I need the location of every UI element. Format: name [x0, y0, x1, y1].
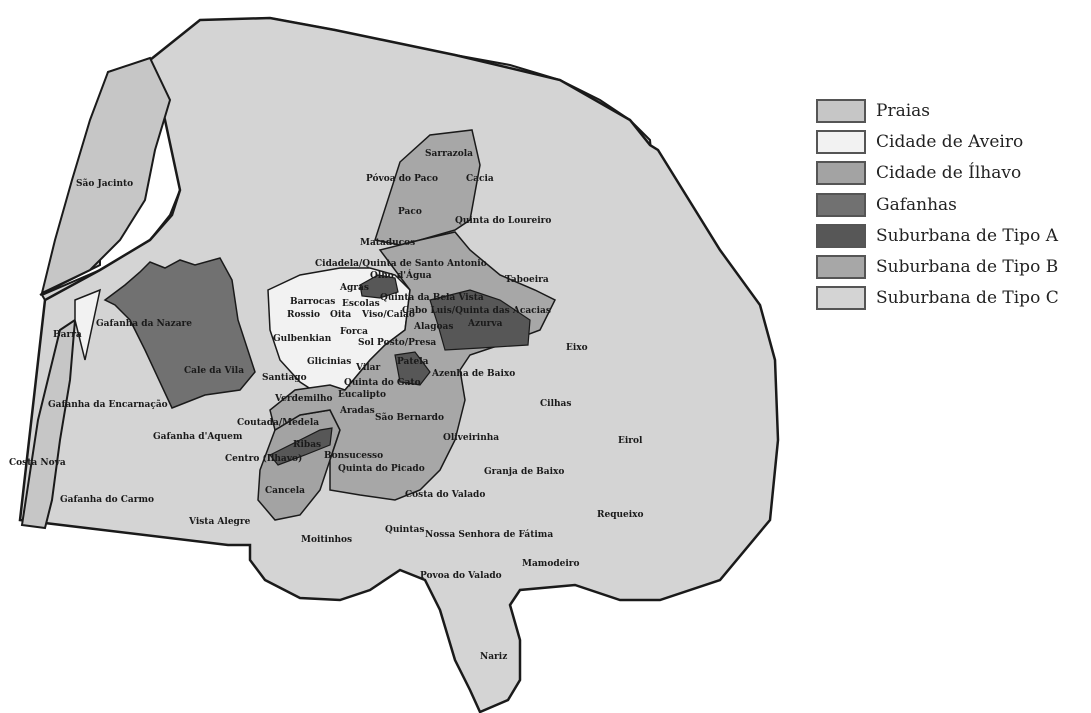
municipality-map: Sarrazola Póvoa do Paco Cacia São Jacint… — [9, 16, 780, 713]
label-centro-ilhavo: Centro (Ilhavo) — [225, 453, 302, 464]
label-escolas: Escolas — [342, 299, 380, 309]
legend-item: Suburbana de Tipo C — [816, 283, 1059, 314]
label-mamodeiro: Mamodeiro — [522, 559, 580, 569]
label-cabo-luis: Cabo Luis/Quinta das Acacias — [402, 306, 551, 316]
label-cilhas: Cilhas — [540, 399, 571, 409]
legend-item: Cidade de Ílhavo — [816, 158, 1059, 189]
label-gafanha-encarnacao: Gafanha da Encarnação — [48, 399, 168, 410]
zone-suburbana-a-azurva — [429, 289, 531, 351]
label-gulbenkian: Gulbenkian — [273, 334, 332, 344]
label-sao-bernardo: São Bernardo — [375, 412, 444, 423]
zone-suburbana-a-coutada — [269, 427, 333, 466]
label-nossa-senhora: Nossa Senhora de Fátima — [425, 529, 553, 540]
label-gafanha-carmo: Gafanha do Carmo — [60, 495, 154, 505]
label-alagoas: Alagoas — [413, 322, 453, 332]
zone-costa-nova — [20, 318, 77, 530]
legend-swatch — [816, 161, 866, 186]
label-patela: Patela — [397, 357, 429, 367]
label-aradas: Aradas — [339, 406, 375, 416]
label-cacia: Cacia — [466, 174, 494, 184]
label-oliveirinha: Oliveirinha — [443, 433, 499, 443]
zone-suburbana-a-agras — [359, 274, 399, 299]
zone-barra — [74, 288, 102, 361]
legend-item: Gafanhas — [816, 189, 1059, 220]
label-barrocas: Barrocas — [290, 297, 335, 307]
label-oita: Oita — [330, 310, 351, 320]
label-povoa-valado: Povoa do Valado — [420, 571, 502, 581]
label-gafanha-aquem: Gafanha d'Aquem — [153, 432, 243, 442]
label-quinta-bela-vista: Quinta da Bela Vista — [380, 293, 484, 303]
legend-label: Cidade de Aveiro — [876, 131, 1024, 152]
legend-label: Cidade de Ílhavo — [876, 163, 1022, 184]
label-azurva: Azurva — [467, 319, 503, 329]
label-sol-posto: Sol Posto/Presa — [358, 338, 436, 348]
legend-item: Cidade de Aveiro — [816, 126, 1059, 157]
label-vista-alegre: Vista Alegre — [188, 517, 251, 527]
label-viso-caiao: Viso/Caiao — [361, 310, 415, 320]
zone-suburbana-a-patela — [394, 351, 431, 386]
zone-suburbana-b-north — [374, 129, 481, 246]
label-barra: Barra — [53, 330, 82, 340]
legend-swatch — [816, 98, 866, 123]
legend-swatch — [816, 192, 866, 217]
zone-gafanha-nazare — [103, 257, 256, 409]
legend-label: Suburbana de Tipo A — [876, 225, 1058, 246]
label-azenha-baixo: Azenha de Baixo — [431, 369, 515, 379]
label-coutada: Coutada/Medela — [237, 418, 319, 428]
label-nariz: Nariz — [480, 652, 507, 662]
label-sarrazola: Sarrazola — [425, 149, 473, 159]
legend-label: Gafanhas — [876, 194, 957, 215]
label-forca: Forca — [340, 327, 368, 337]
label-quinta-do-loureiro: Quinta do Loureiro — [455, 216, 551, 226]
label-vilar: Vilar — [355, 363, 380, 373]
label-gafanha-nazare: Gafanha da Nazare — [96, 319, 192, 329]
label-quinta-do-picado: Quinta do Picado — [338, 464, 425, 474]
legend-swatch — [816, 255, 866, 280]
legend-label: Suburbana de Tipo B — [876, 257, 1059, 278]
label-cancela: Cancela — [265, 486, 305, 496]
label-sao-jacinto: São Jacinto — [76, 178, 133, 189]
label-santiago: Santiago — [262, 373, 307, 383]
label-paco: Paco — [398, 207, 422, 217]
label-verdemilho: Verdemilho — [274, 394, 333, 404]
label-cale-da-vila: Cale da Vila — [184, 366, 244, 376]
label-eirol: Eirol — [618, 436, 643, 446]
label-olho-dagua: Olho d'Água — [370, 269, 432, 281]
legend-swatch — [816, 129, 866, 154]
place-labels: Sarrazola Póvoa do Paco Cacia São Jacint… — [9, 149, 644, 662]
legend-label: Praias — [876, 100, 930, 121]
label-costa-valado: Costa do Valado — [405, 490, 485, 500]
label-eucalipto: Eucalipto — [338, 390, 386, 400]
label-cidadela: Cidadela/Quinta de Santo Antonio — [315, 259, 487, 269]
label-bonsucesso: Bonsucesso — [324, 451, 383, 461]
legend-item: Praias — [816, 95, 1059, 126]
label-granja-baixo: Granja de Baixo — [484, 467, 564, 477]
legend-item: Suburbana de Tipo B — [816, 251, 1059, 282]
label-quintas: Quintas — [385, 525, 424, 535]
label-moitinhos: Moitinhos — [301, 535, 352, 545]
label-rossio: Rossio — [287, 310, 320, 320]
label-costa-nova: Costa Nova — [9, 458, 66, 468]
label-agras: Agras — [339, 283, 369, 293]
legend-label: Suburbana de Tipo C — [876, 288, 1059, 309]
legend-swatch — [816, 286, 866, 311]
label-mataducos: Mataducos — [360, 238, 415, 248]
label-glicinias: Glicinias — [307, 357, 351, 367]
label-ribas: Ribas — [293, 440, 321, 450]
legend-swatch — [816, 223, 866, 248]
legend-item: Suburbana de Tipo A — [816, 220, 1059, 251]
label-quinta-do-gato: Quinta do Gato — [344, 378, 421, 388]
zone-sao-jacinto — [40, 56, 172, 295]
label-requeixo: Requeixo — [597, 510, 644, 520]
label-eixo: Eixo — [566, 343, 588, 353]
label-taboeira: Taboeira — [505, 275, 549, 285]
label-povoa-do-paco: Póvoa do Paco — [366, 173, 438, 184]
